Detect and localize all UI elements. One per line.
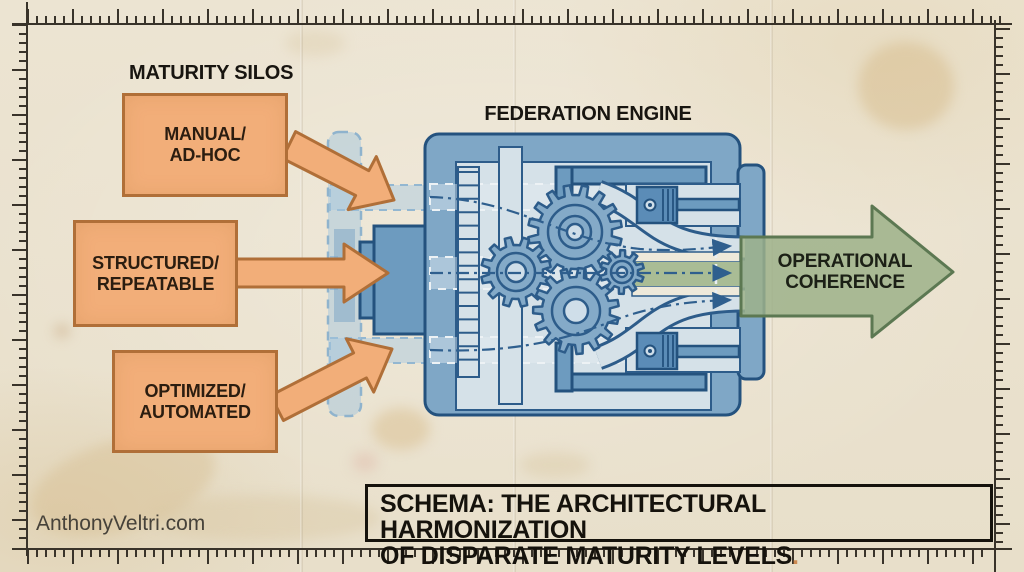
silo-label: STRUCTURED/ — [92, 252, 219, 273]
paper-stain — [150, 495, 380, 541]
piston-top — [635, 185, 741, 225]
ruler-ticks — [12, 24, 26, 545]
ruler-line-right — [994, 20, 996, 572]
ruler-line-left — [26, 2, 28, 556]
paper-stain — [352, 452, 378, 472]
silo-label: MANUAL/ — [164, 124, 246, 144]
input-arrow-optimized — [269, 337, 394, 422]
ruler-line-top — [12, 23, 1012, 25]
silo-label: AUTOMATED — [139, 401, 251, 422]
output-label: OPERATIONAL COHERENCE — [763, 251, 927, 293]
paper-stain — [372, 408, 430, 450]
output-label-line1: OPERATIONAL — [777, 251, 913, 272]
ruler-line-bottom — [12, 548, 1012, 550]
attribution-link: AnthonyVeltri.com — [36, 512, 206, 535]
schema-title-box: SCHEMA: THE ARCHITECTURAL HARMONIZATION … — [365, 484, 993, 569]
silo-label: AD-HOC — [169, 145, 241, 165]
output-arrow — [739, 204, 955, 339]
output-label-line2: COHERENCE — [785, 272, 905, 293]
schema-title-line2: OF DISPARATE MATURITY LEVELS. — [380, 542, 799, 570]
silo-box-optimized: OPTIMIZED/ AUTOMATED — [112, 350, 278, 453]
paper-stain — [520, 452, 590, 478]
silo-label: REPEATABLE — [96, 273, 215, 294]
silo-box-structured: STRUCTURED/ REPEATABLE — [73, 220, 238, 327]
paper-stain — [858, 42, 954, 130]
ruler-ticks — [27, 550, 991, 564]
paper-stain — [54, 324, 70, 338]
silo-box-manual: MANUAL/ AD-HOC — [122, 93, 288, 197]
schema-title-line1: SCHEMA: THE ARCHITECTURAL HARMONIZATION — [380, 490, 766, 544]
ruler-ticks — [996, 28, 1010, 545]
silo-label: OPTIMIZED/ — [144, 380, 246, 401]
input-arrows — [234, 130, 396, 422]
input-arrow-structured — [234, 242, 390, 304]
piston-bottom — [635, 331, 741, 371]
input-arrow-manual — [280, 130, 396, 212]
ruler-ticks — [27, 9, 1008, 23]
cylinder-brackets — [554, 165, 708, 393]
title-period: . — [792, 542, 799, 570]
engine-label: FEDERATION ENGINE — [484, 103, 692, 125]
flow-lines — [429, 195, 733, 352]
paper-stain — [285, 30, 345, 56]
silos-heading: MATURITY SILOS — [129, 62, 294, 84]
